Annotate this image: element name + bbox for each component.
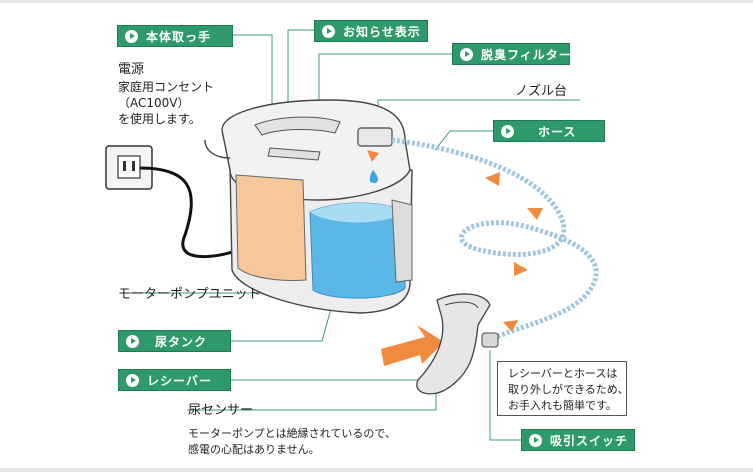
power-line-3: を使用します。 — [118, 112, 201, 126]
leader-filter — [318, 53, 452, 113]
power-title: 電源 — [118, 62, 145, 77]
top-border — [0, 0, 753, 3]
power-line-1: 家庭用コンセント — [118, 80, 215, 94]
play-icon — [126, 374, 139, 387]
callout-notification: お知らせ表示 — [314, 20, 428, 42]
nozzle-base-label: ノズル台 — [515, 84, 568, 99]
play-icon — [501, 125, 514, 138]
note-line-2: 取り外しができるため、 — [508, 383, 629, 396]
callout-hose: ホース — [493, 120, 605, 142]
leader-notification — [287, 29, 314, 128]
power-cord — [139, 166, 241, 259]
callout-label: 吸引スイッチ — [550, 434, 629, 448]
note-line-3: お手入れも簡単です。 — [508, 399, 617, 412]
callout-label: 尿タンク — [155, 335, 208, 349]
leader-handle — [233, 34, 273, 122]
callout-body-handle: 本体取っ手 — [117, 25, 233, 47]
play-icon — [322, 25, 335, 38]
detachable-note: レシーバーとホースは 取り外しができるため、 お手入れも簡単です。 — [497, 361, 629, 416]
flow-arrows — [381, 172, 543, 366]
note-line-1: レシーバーとホースは — [508, 367, 618, 380]
callout-label: お知らせ表示 — [343, 25, 421, 39]
bottom-border — [0, 468, 753, 472]
urine-sensor-title: 尿センサー — [188, 403, 254, 418]
urine-sensor-line-1: モーターポンプとは絶縁されているので、 — [188, 427, 396, 440]
power-line-2: （AC100V） — [118, 96, 190, 110]
play-icon — [460, 48, 473, 61]
urine-sensor-line-2: 感電の心配はありません。 — [188, 443, 320, 456]
leader-hose — [434, 130, 493, 151]
leader-switch — [489, 350, 521, 441]
callout-label: 本体取っ手 — [146, 30, 212, 44]
hose-line — [391, 137, 599, 343]
callout-suction-switch: 吸引スイッチ — [521, 429, 635, 451]
callout-deodorizing-filter: 脱臭フィルター — [452, 43, 572, 65]
play-icon — [126, 335, 139, 348]
play-icon — [125, 30, 138, 43]
callout-label: 脱臭フィルター — [481, 48, 572, 62]
drop-arrow — [367, 150, 379, 162]
callout-label: レシーバー — [147, 374, 212, 388]
callout-urine-tank: 尿タンク — [118, 330, 231, 352]
play-icon — [529, 434, 542, 447]
water-drop — [369, 170, 378, 183]
motor-pump-unit-label: モーターポンプユニット — [118, 287, 261, 302]
callout-receiver: レシーバー — [118, 369, 231, 391]
device-body — [204, 99, 413, 314]
callout-label: ホース — [538, 125, 577, 139]
receiver-device — [416, 293, 499, 395]
